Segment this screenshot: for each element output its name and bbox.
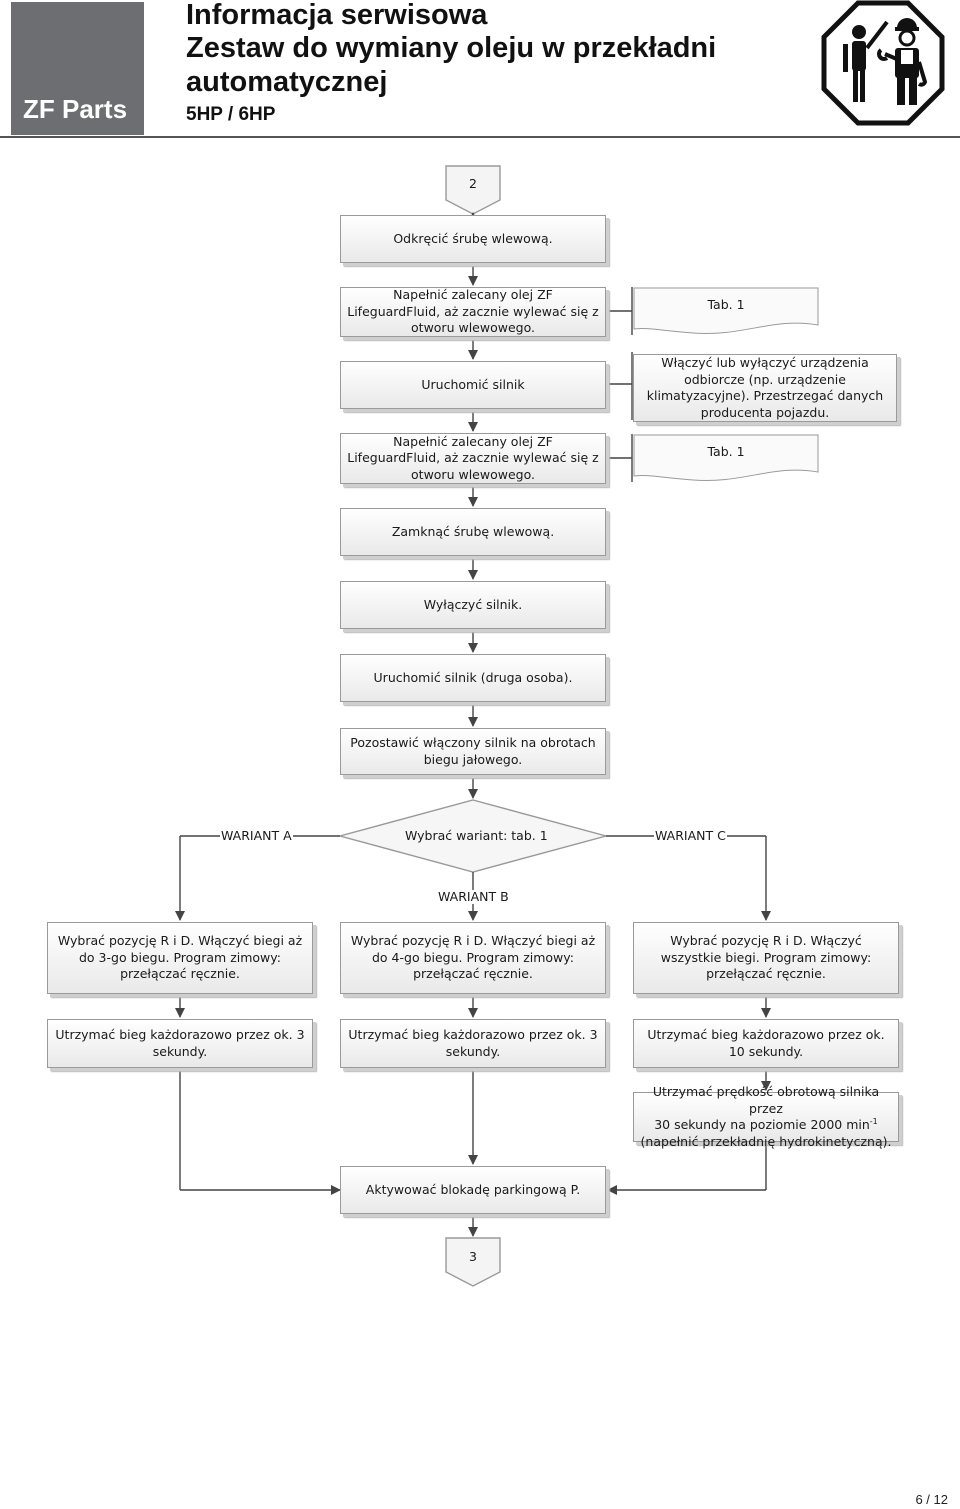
step-variant-b-select: Wybrać pozycję R i D. Włączyć biegi aż d… xyxy=(340,922,606,994)
step-variant-c-rpm: Utrzymać prędkość obrotową silnika przez… xyxy=(633,1084,899,1149)
start-offpage-connector xyxy=(445,165,501,215)
brand-logo-text: ZF Parts xyxy=(23,94,128,124)
step-variant-c-select: Wybrać pozycję R i D. Włączyć wszystkie … xyxy=(633,922,899,994)
page-number: 6 / 12 xyxy=(915,1492,948,1507)
step-fill-oil-2: Napełnić zalecany olej ZF LifeguardFluid… xyxy=(340,433,606,484)
step-stop-engine: Wyłączyć silnik. xyxy=(340,581,606,629)
page-header: ZF Parts Informacja serwisowa Zestaw do … xyxy=(0,0,960,140)
header-divider xyxy=(0,136,960,138)
step-variant-c-rpm-line-2-text: 30 sekundy na poziomie 2000 min xyxy=(654,1117,870,1132)
brand-logo: ZF Parts xyxy=(11,2,144,135)
step-variant-c-rpm-line-3: (napełnić przekładnię hydrokinetyczną). xyxy=(640,1133,892,1149)
document-shape xyxy=(633,287,819,335)
step-variant-a-hold: Utrzymać bieg każdorazowo przez ok. 3 se… xyxy=(47,1019,313,1068)
step-unscrew-fill-plug: Odkręcić śrubę wlewową. xyxy=(340,215,606,263)
document-shape xyxy=(633,434,819,482)
model-label: 5HP / 6HP xyxy=(186,104,276,125)
step-leave-idle: Pozostawić włączony silnik na obrotach b… xyxy=(340,728,606,775)
branch-label-a: WARIANT A xyxy=(220,828,293,843)
page-title: Informacja serwisowa xyxy=(186,0,488,31)
branch-label-c: WARIANT C xyxy=(654,828,727,843)
step-fill-oil-1: Napełnić zalecany olej ZF LifeguardFluid… xyxy=(340,287,606,337)
branch-label-b: WARIANT B xyxy=(437,889,510,904)
step-close-fill-plug: Zamknąć śrubę wlewową. xyxy=(340,508,606,556)
note-tab-ref-1-label: Tab. 1 xyxy=(707,296,745,312)
step-start-engine: Uruchomić silnik xyxy=(340,361,606,409)
step-variant-b-hold: Utrzymać bieg każdorazowo przez ok. 3 se… xyxy=(340,1019,606,1068)
page-subtitle: Zestaw do wymiany oleju w przekładni aut… xyxy=(186,31,806,99)
start-connector-label: 2 xyxy=(469,176,477,191)
decision-label: Wybrać wariant: tab. 1 xyxy=(405,828,548,843)
step-variant-c-rpm-line-1: Utrzymać prędkość obrotową silnika przez xyxy=(652,1084,880,1116)
page-subtitle-line-1: Zestaw do wymiany oleju w przekładni xyxy=(186,32,717,64)
note-tab-ref-2-label: Tab. 1 xyxy=(707,443,745,459)
note-tab-ref-1: Tab. 1 xyxy=(633,287,819,335)
step-variant-c-rpm-line-2: 30 sekundy na poziomie 2000 min-1 xyxy=(654,1117,878,1134)
step-variant-c-hold: Utrzymać bieg każdorazowo przez ok. 10 s… xyxy=(633,1019,899,1068)
note-tab-ref-2: Tab. 1 xyxy=(633,434,819,482)
page-subtitle-line-2: automatycznej xyxy=(186,66,388,98)
step-start-engine-second-person: Uruchomić silnik (druga osoba). xyxy=(340,654,606,702)
step-variant-a-select: Wybrać pozycję R i D. Włączyć biegi aż d… xyxy=(47,922,313,994)
end-offpage-connector xyxy=(445,1237,501,1287)
end-connector-label: 3 xyxy=(469,1249,477,1264)
title-block: Informacja serwisowa Zestaw do wymiany o… xyxy=(186,0,806,127)
note-climate: Włączyć lub wyłączyć urządzenia odbiorcz… xyxy=(633,354,897,422)
step-variant-c-rpm-exponent: -1 xyxy=(869,1116,878,1126)
mechanic-warning-sign-icon xyxy=(821,0,945,126)
step-parking-lock: Aktywować blokadę parkingową P. xyxy=(340,1166,606,1214)
